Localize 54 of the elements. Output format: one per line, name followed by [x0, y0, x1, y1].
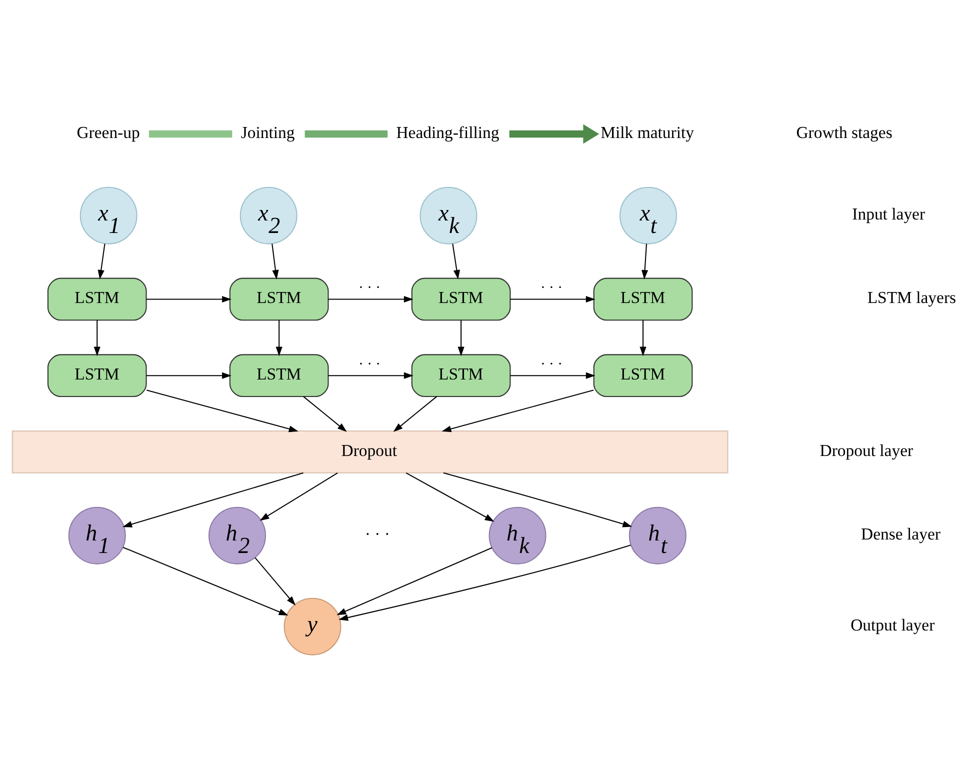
arrow [452, 244, 460, 280]
arrow [642, 244, 648, 280]
arrow [122, 472, 304, 528]
label: Dropout layer [820, 440, 914, 460]
arrow [510, 296, 596, 303]
node-box: LSTM [411, 278, 511, 321]
connector [148, 130, 232, 138]
arrow [328, 296, 414, 303]
node-box: LSTM [411, 354, 511, 398]
arrow [146, 390, 298, 432]
edge-label: · · · [358, 280, 380, 296]
label: · · · [364, 524, 390, 544]
arrow [260, 472, 338, 521]
arrow [338, 544, 631, 621]
edge-label: · · · [358, 356, 380, 372]
label: Output layer [850, 616, 935, 635]
arrow [640, 320, 646, 356]
node-box: LSTM [47, 278, 147, 321]
arrow [509, 124, 600, 144]
arrow [443, 472, 632, 528]
arrow [303, 396, 347, 432]
node-text: Heading-filling [396, 122, 500, 142]
arrow [98, 244, 106, 280]
arrow [393, 396, 437, 432]
node-box: LSTM [229, 278, 329, 321]
arrow [272, 244, 279, 280]
node-box: LSTM [593, 278, 693, 321]
node-box: LSTM [47, 354, 147, 398]
arrow [442, 390, 594, 432]
edge-label: · · · [540, 356, 562, 372]
arrow [146, 372, 232, 379]
arrow [510, 372, 596, 379]
node-box: LSTM [229, 354, 329, 398]
node-text: Milk maturity [600, 122, 694, 142]
arrow [328, 372, 414, 379]
arrow [406, 472, 494, 522]
arrow [336, 547, 492, 616]
arrow [94, 320, 100, 356]
label: Growth stages [796, 122, 892, 142]
edge-label: · · · [540, 280, 562, 296]
label: Input layer [852, 204, 926, 224]
node-box: LSTM [593, 354, 693, 398]
arrow [122, 546, 288, 616]
node-box: Dropout [12, 430, 728, 474]
arrow [458, 320, 464, 356]
node-text: Green-up [76, 122, 140, 142]
connector [304, 130, 388, 138]
label: Dense layer [861, 524, 940, 544]
label: LSTM layers [867, 288, 956, 308]
node-circle: y [284, 598, 342, 656]
arrow [276, 320, 282, 356]
arrow [254, 557, 296, 606]
arrow [146, 296, 232, 303]
node-text: Jointing [240, 122, 295, 142]
